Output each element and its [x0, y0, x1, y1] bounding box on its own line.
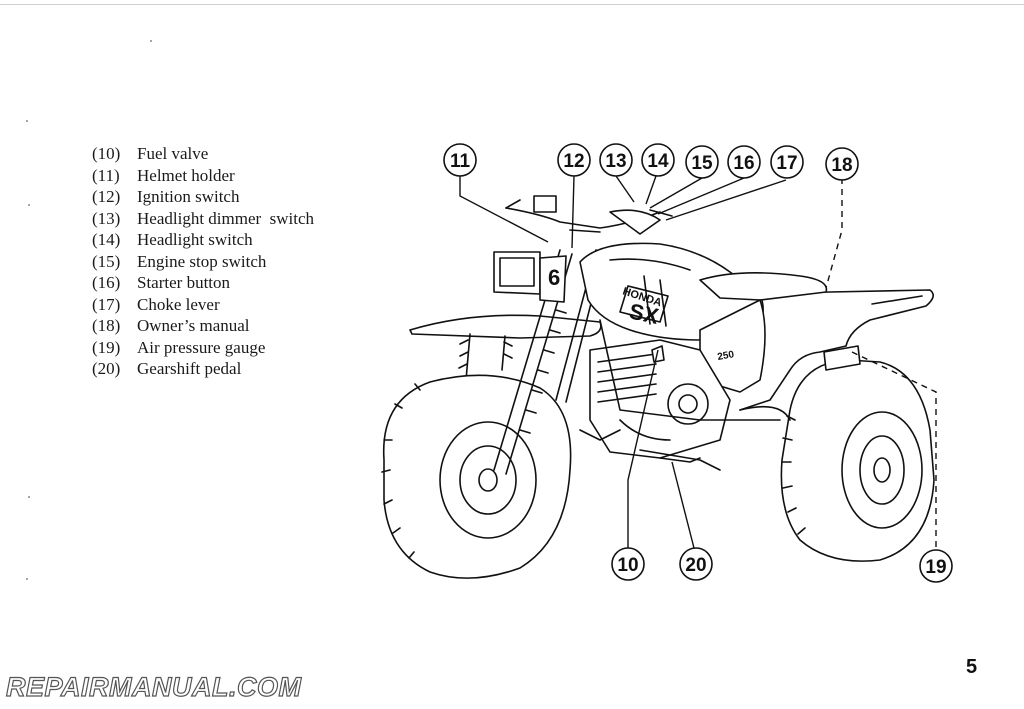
- callout-18: 18: [825, 147, 859, 181]
- scan-speck: [28, 496, 30, 498]
- leader-line-15: [649, 177, 703, 209]
- legend-label: Gearshift pedal: [137, 359, 242, 378]
- callout-16: 16: [727, 145, 761, 179]
- legend-item: (15) Engine stop switch: [92, 251, 392, 273]
- svg-text:12: 12: [563, 151, 584, 172]
- leader-line-18: [825, 178, 843, 289]
- legend-label: Ignition switch: [137, 187, 240, 206]
- model-text: SX: [627, 298, 661, 329]
- seat: [699, 272, 828, 301]
- engine: [589, 339, 731, 471]
- callout-13: 13: [599, 143, 633, 177]
- legend-number: (15): [92, 251, 121, 271]
- legend-item: (18) Owner’s manual: [92, 315, 392, 337]
- legend-label: Headlight switch: [137, 230, 253, 249]
- legend-number: (18): [92, 316, 121, 335]
- legend-item: (20) Gearshift pedal: [92, 358, 392, 380]
- svg-text:14: 14: [647, 151, 669, 172]
- legend-number: (17): [92, 294, 121, 314]
- leader-line-10: [627, 349, 659, 548]
- callout-20: 20: [679, 547, 713, 581]
- legend-number: (11): [92, 165, 120, 185]
- legend-label: Air pressure gauge: [137, 337, 266, 357]
- leader-line-14: [645, 175, 657, 205]
- callout-11: 11: [443, 143, 477, 177]
- callout-19: 19: [919, 549, 953, 583]
- svg-text:13: 13: [605, 151, 626, 172]
- legend-label: Starter button: [137, 273, 231, 292]
- callouts: 11 12 13 14 15 16 17 18 10 20 19: [443, 143, 953, 583]
- leader-line-20: [671, 461, 695, 549]
- svg-text:11: 11: [450, 151, 471, 172]
- legend-label: Fuel valve: [137, 144, 209, 163]
- legend-item: (10) Fuel valve: [92, 143, 392, 165]
- callout-17: 17: [770, 145, 804, 179]
- legend-number: (10): [92, 144, 121, 163]
- engine-badge-text: 250: [717, 349, 736, 363]
- legend-item: (11) Helmet holder: [92, 165, 392, 187]
- leader-line-16: [657, 177, 745, 215]
- leader-line-17: [665, 179, 787, 221]
- legend-number: (20): [92, 359, 121, 378]
- legend-number: (16): [92, 273, 121, 292]
- leader-line-13: [615, 175, 635, 203]
- svg-text:20: 20: [685, 555, 706, 576]
- legend-label: Engine stop switch: [137, 251, 267, 271]
- headlight: [493, 251, 567, 303]
- legend-label: Helmet holder: [137, 165, 235, 185]
- scan-speck: [28, 204, 30, 206]
- legend-number: (12): [92, 187, 121, 206]
- scan-speck: [150, 40, 152, 42]
- legend-label: Headlight dimmer switch: [137, 208, 315, 228]
- legend-item: (17) Choke lever: [92, 294, 392, 316]
- legend-item: (14) Headlight switch: [92, 229, 392, 251]
- top-rule: [0, 4, 1024, 5]
- leader-line-12: [571, 175, 575, 249]
- legend-label: Owner’s manual: [137, 316, 250, 335]
- watermark: REPAIRMANUAL.COM: [5, 671, 302, 702]
- legend-label: Choke lever: [137, 294, 220, 314]
- scan-speck: [26, 120, 28, 122]
- callout-10: 10: [611, 547, 645, 581]
- svg-text:17: 17: [776, 153, 797, 174]
- legend-item: (16) Starter button: [92, 272, 392, 294]
- legend-number: (14): [92, 230, 121, 249]
- frame: [579, 319, 791, 441]
- callout-15: 15: [685, 145, 719, 179]
- svg-text:19: 19: [925, 557, 946, 578]
- rear-wheel: [780, 359, 935, 562]
- leader-line-11: [459, 176, 549, 243]
- fuel-valve: [651, 345, 665, 363]
- legend-number: (13): [92, 208, 121, 228]
- legend-item: (12) Ignition switch: [92, 186, 392, 208]
- legend-number: (19): [92, 337, 121, 357]
- gearshift-pedal: [659, 457, 701, 463]
- leader-line-19: [851, 351, 937, 548]
- handlebar: [505, 195, 673, 235]
- svg-text:15: 15: [691, 153, 713, 174]
- callout-12: 12: [557, 143, 591, 177]
- callout-14: 14: [641, 143, 675, 177]
- svg-text:18: 18: [831, 155, 852, 176]
- front-fender: [409, 314, 602, 381]
- leader-lines: [459, 175, 937, 549]
- svg-text:10: 10: [617, 555, 638, 576]
- svg-text:16: 16: [733, 153, 754, 174]
- legend-item: (19) Air pressure gauge: [92, 337, 392, 359]
- parts-legend: (10) Fuel valve (11) Helmet holder (12) Ign…: [92, 143, 392, 380]
- legend-item: (13) Headlight dimmer switch: [92, 208, 392, 230]
- front-wheel: [381, 374, 572, 579]
- page-number: 5: [966, 656, 978, 678]
- scan-speck: [26, 578, 28, 580]
- number-plate-text: 6: [548, 265, 560, 290]
- side-panel: [699, 299, 766, 393]
